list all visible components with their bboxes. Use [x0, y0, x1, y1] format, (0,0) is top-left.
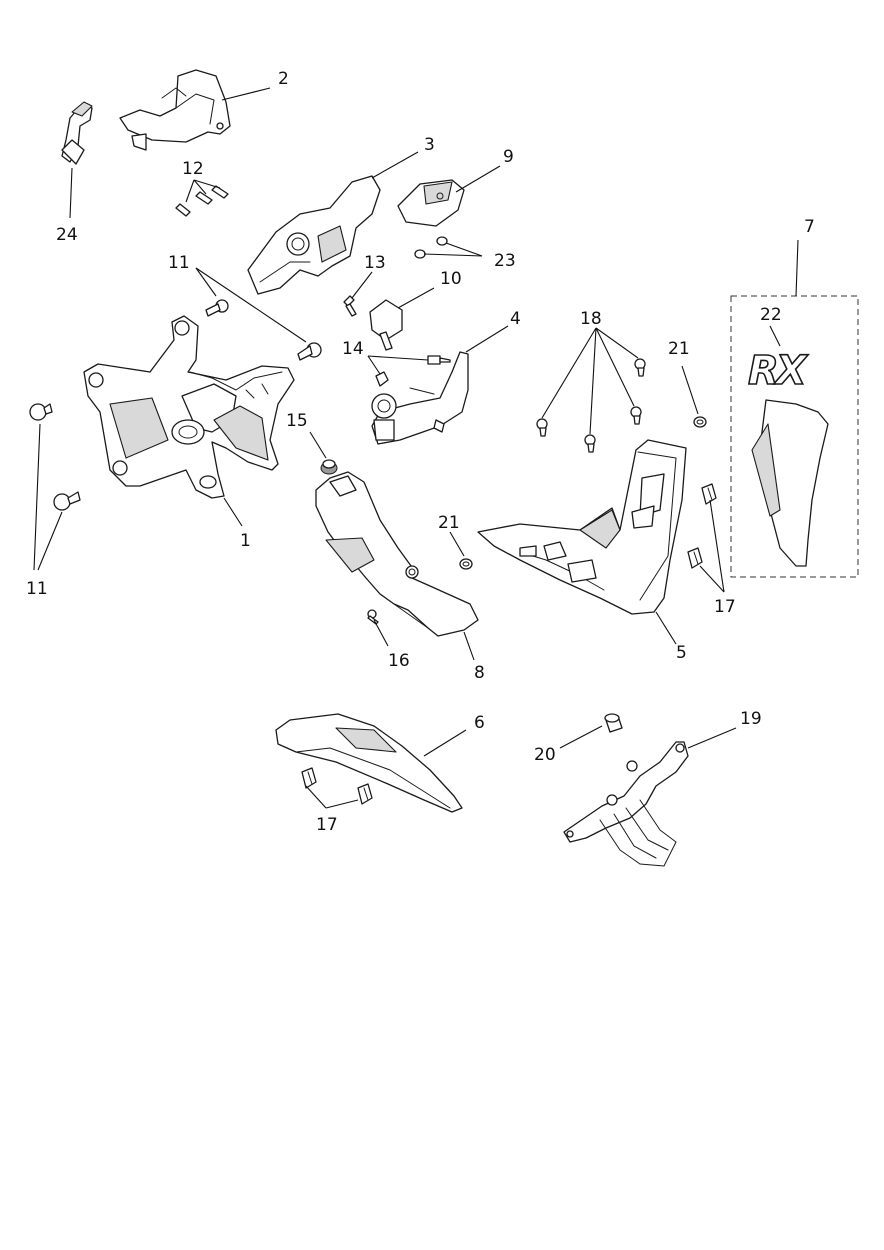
- callout-20: 20: [534, 745, 556, 765]
- callout-9: 9: [503, 147, 514, 167]
- callout-labels: 2 24 12 3 9 23 13 10 11 4 14 18 21 7 22 …: [26, 69, 815, 835]
- part-10-sensor: [369, 299, 403, 351]
- leader-lines: [33, 87, 799, 809]
- callout-21-center: 21: [438, 513, 460, 533]
- callout-7: 7: [804, 217, 815, 237]
- part-17-clips-bottom: [301, 767, 373, 805]
- callout-11-top: 11: [168, 253, 190, 273]
- part-6-side-cover: [275, 713, 463, 813]
- callout-10: 10: [440, 269, 462, 289]
- callout-8: 8: [474, 663, 485, 683]
- part-16-screw: [367, 609, 379, 625]
- callout-18: 18: [580, 309, 602, 329]
- part-13-screw: [343, 295, 357, 317]
- callout-19: 19: [740, 709, 762, 729]
- part-22-rx-decal: RX: [747, 347, 812, 395]
- part-24-clip: [61, 101, 93, 165]
- part-7-side-panel: [751, 399, 829, 567]
- callout-12: 12: [182, 159, 204, 179]
- callout-4: 4: [510, 309, 521, 329]
- part-17-clips-right: [687, 483, 717, 569]
- callout-16: 16: [388, 651, 410, 671]
- callout-5: 5: [676, 643, 687, 663]
- part-19-plate-bracket: [563, 741, 689, 867]
- callout-2: 2: [278, 69, 289, 89]
- callout-13: 13: [364, 253, 386, 273]
- part-2-front-bracket: [119, 69, 231, 151]
- part-11-screws-center: [205, 299, 322, 361]
- part-8-inner-mudguard: [315, 471, 479, 637]
- rx-logo: RX: [748, 348, 809, 394]
- part-21-nuts: [459, 416, 707, 570]
- part-9-cover: [397, 179, 465, 227]
- part-1-main-bracket: [83, 315, 295, 499]
- part-3-upper-mount: [247, 175, 381, 295]
- part-18-fasteners: [536, 358, 646, 453]
- callout-17-right: 17: [714, 597, 736, 617]
- callout-23: 23: [494, 251, 516, 271]
- callout-15: 15: [286, 411, 308, 431]
- callout-24: 24: [56, 225, 78, 245]
- callout-1: 1: [240, 531, 251, 551]
- part-7-kit-box: [730, 295, 859, 578]
- part-14-screws: [375, 355, 451, 387]
- callout-3: 3: [424, 135, 435, 155]
- part-23-screws: [414, 236, 448, 259]
- callout-22: 22: [760, 305, 782, 325]
- callout-11-left: 11: [26, 579, 48, 599]
- part-20-bump-stop: [604, 713, 623, 733]
- part-4-bracket: [371, 351, 469, 445]
- callout-17-bottom: 17: [316, 815, 338, 835]
- callout-6: 6: [474, 713, 485, 733]
- part-12-screws: [175, 185, 229, 217]
- part-11-screws-left: [29, 403, 81, 511]
- part-5-tail-cover: [477, 439, 687, 615]
- callout-21-right: 21: [668, 339, 690, 359]
- callout-14: 14: [342, 339, 364, 359]
- part-15-grommet: [320, 459, 338, 475]
